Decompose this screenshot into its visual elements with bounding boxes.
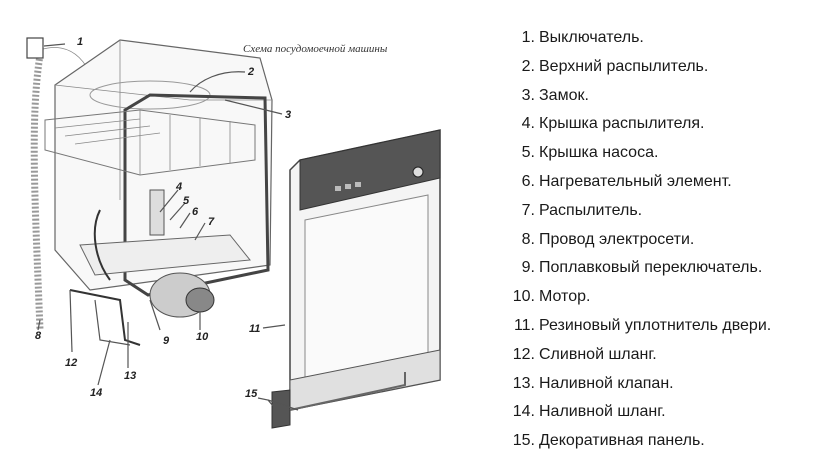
- legend-label: Декоративная панель.: [539, 432, 705, 450]
- legend-label: Наливной клапан.: [539, 374, 674, 392]
- callout-numbers: 1 2 3 4 5 6 7 8 9 10 11 12 13 14 15: [35, 36, 291, 400]
- callout-4: 4: [175, 181, 182, 193]
- legend-item: 2.Верхний распылитель.: [505, 53, 835, 82]
- callout-2: 2: [247, 66, 254, 78]
- legend-label: Распылитель.: [539, 201, 643, 219]
- legend-label: Поплавковый переключатель.: [539, 259, 763, 277]
- upper-rack: [44, 109, 256, 176]
- legend-item: 12.Сливной шланг.: [505, 341, 835, 370]
- legend-item: 7.Распылитель.: [505, 197, 835, 226]
- callout-10: 10: [196, 331, 209, 343]
- callout-12: 12: [65, 357, 77, 369]
- legend-item: 8.Провод электросети.: [505, 226, 835, 255]
- callout-11: 11: [249, 323, 260, 335]
- callout-6: 6: [192, 206, 199, 218]
- pump-assembly: [69, 189, 251, 346]
- legend-label: Верхний распылитель.: [539, 57, 709, 75]
- callout-15: 15: [245, 388, 258, 400]
- legend-item: 10.Мотор.: [505, 283, 835, 312]
- cabinet: [44, 39, 273, 346]
- legend-item: 13.Наливной клапан.: [505, 370, 835, 399]
- leader-lines: [37, 43, 299, 413]
- legend-item: 5.Крышка насоса.: [505, 139, 835, 168]
- legend-label: Резиновый уплотнитель двери.: [539, 316, 772, 334]
- dishwasher-door: [271, 129, 441, 429]
- legend-label: Провод электросети.: [539, 230, 695, 248]
- dishwasher-diagram: Схема посудомоечной машины: [26, 36, 441, 429]
- legend-item: 9.Поплавковый переключатель.: [505, 254, 835, 283]
- callout-7: 7: [208, 216, 215, 228]
- legend-label: Крышка распылителя.: [539, 115, 705, 133]
- callout-5: 5: [183, 195, 190, 207]
- callout-9: 9: [163, 335, 170, 347]
- legend-label: Выключатель.: [539, 29, 644, 46]
- callout-8: 8: [35, 330, 42, 342]
- diagram-title: Схема посудомоечной машины: [243, 43, 388, 55]
- legend-label: Крышка насоса.: [539, 144, 659, 162]
- callout-3: 3: [285, 109, 291, 121]
- legend-label: Наливной шланг.: [539, 403, 666, 421]
- legend-item: 4.Крышка распылителя.: [505, 110, 835, 139]
- legend-item: 14.Наливной шланг.: [505, 398, 835, 427]
- legend-label: Нагревательный элемент.: [539, 172, 732, 190]
- parts-legend: 1.Выключатель. 2.Верхний распылитель. 3.…: [505, 24, 835, 456]
- callout-1: 1: [77, 36, 83, 48]
- legend-item: 15.Декоративная панель.: [505, 427, 835, 456]
- legend-item: 3.Замок.: [505, 82, 835, 111]
- callout-13: 13: [124, 370, 136, 382]
- callout-14: 14: [90, 387, 102, 399]
- legend-item: 6.Нагревательный элемент.: [505, 168, 835, 197]
- legend-label: Замок.: [539, 86, 589, 104]
- legend-item: 11.Резиновый уплотнитель двери.: [505, 312, 835, 341]
- legend-item: 1.Выключатель.: [505, 24, 835, 53]
- legend-label: Сливной шланг.: [539, 345, 657, 363]
- legend-label: Мотор.: [539, 288, 591, 306]
